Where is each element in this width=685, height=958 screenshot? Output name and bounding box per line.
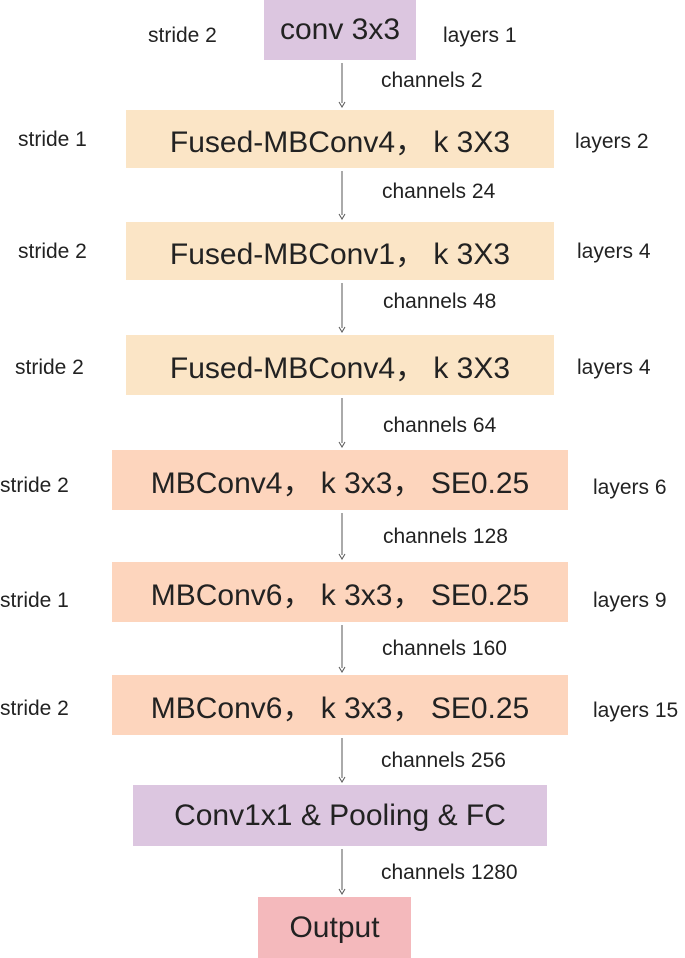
block-label: Conv1x1 & Pooling & FC — [174, 798, 506, 832]
arrow-head — [338, 101, 346, 108]
stride-label: stride 1 — [0, 589, 69, 612]
block-label: MBConv6， k 3x3， SE0.25 — [150, 579, 530, 612]
block-label: Output — [289, 910, 380, 944]
block-mbconv6-b: MBConv6， k 3x3， SE0.25 — [112, 675, 568, 735]
channels-label: channels 1280 — [381, 861, 518, 884]
layers-label: layers 6 — [593, 476, 667, 499]
stride-label: stride 2 — [0, 697, 69, 720]
block-fused-mbconv4-b: Fused-MBConv4， k 3X3 — [126, 335, 554, 395]
channels-label: channels 160 — [382, 637, 507, 660]
arrow-head — [338, 776, 346, 783]
block-mbconv6-a: MBConv6， k 3x3， SE0.25 — [112, 562, 568, 622]
stride-label: stride 2 — [15, 356, 84, 379]
stride-label: stride 2 — [148, 24, 217, 47]
stride-label: stride 2 — [0, 474, 69, 497]
block-label: MBConv6， k 3x3， SE0.25 — [150, 692, 530, 725]
layers-label: layers 4 — [577, 356, 651, 379]
block-label: conv 3x3 — [279, 13, 401, 46]
block-label: Fused-MBConv1， k 3X3 — [169, 238, 511, 271]
block-label: Fused-MBConv4， k 3X3 — [169, 126, 511, 159]
channels-label: channels 128 — [383, 525, 508, 548]
layers-label: layers 15 — [593, 699, 679, 722]
stride-label: stride 1 — [18, 128, 87, 151]
arrow-head — [338, 888, 346, 895]
arrow-head — [338, 666, 346, 673]
arrow-head — [338, 213, 346, 220]
layers-label: layers 2 — [575, 130, 649, 153]
block-label: Fused-MBConv4， k 3X3 — [169, 352, 511, 385]
arrow-head — [338, 326, 346, 333]
block-label: MBConv4， k 3x3， SE0.25 — [150, 467, 530, 500]
block-output: Output — [258, 897, 411, 958]
layers-label: layers 9 — [593, 589, 667, 612]
channels-label: channels 24 — [382, 180, 496, 203]
layers-label: layers 4 — [577, 240, 651, 263]
channels-label: channels 48 — [383, 290, 497, 313]
arrow-head — [338, 553, 346, 560]
arrow-head — [338, 441, 346, 448]
channels-label: channels 256 — [381, 749, 506, 772]
block-conv1x1-pooling-fc: Conv1x1 & Pooling & FC — [133, 785, 547, 846]
layers-label: layers 1 — [443, 24, 517, 47]
stride-label: stride 2 — [18, 240, 87, 263]
block-conv3x3: conv 3x3 — [264, 0, 416, 60]
block-mbconv4: MBConv4， k 3x3， SE0.25 — [112, 450, 568, 510]
channels-label: channels 64 — [383, 414, 497, 437]
block-fused-mbconv1: Fused-MBConv1， k 3X3 — [126, 222, 554, 280]
channels-label: channels 2 — [381, 69, 483, 92]
block-fused-mbconv4-a: Fused-MBConv4， k 3X3 — [126, 110, 554, 168]
